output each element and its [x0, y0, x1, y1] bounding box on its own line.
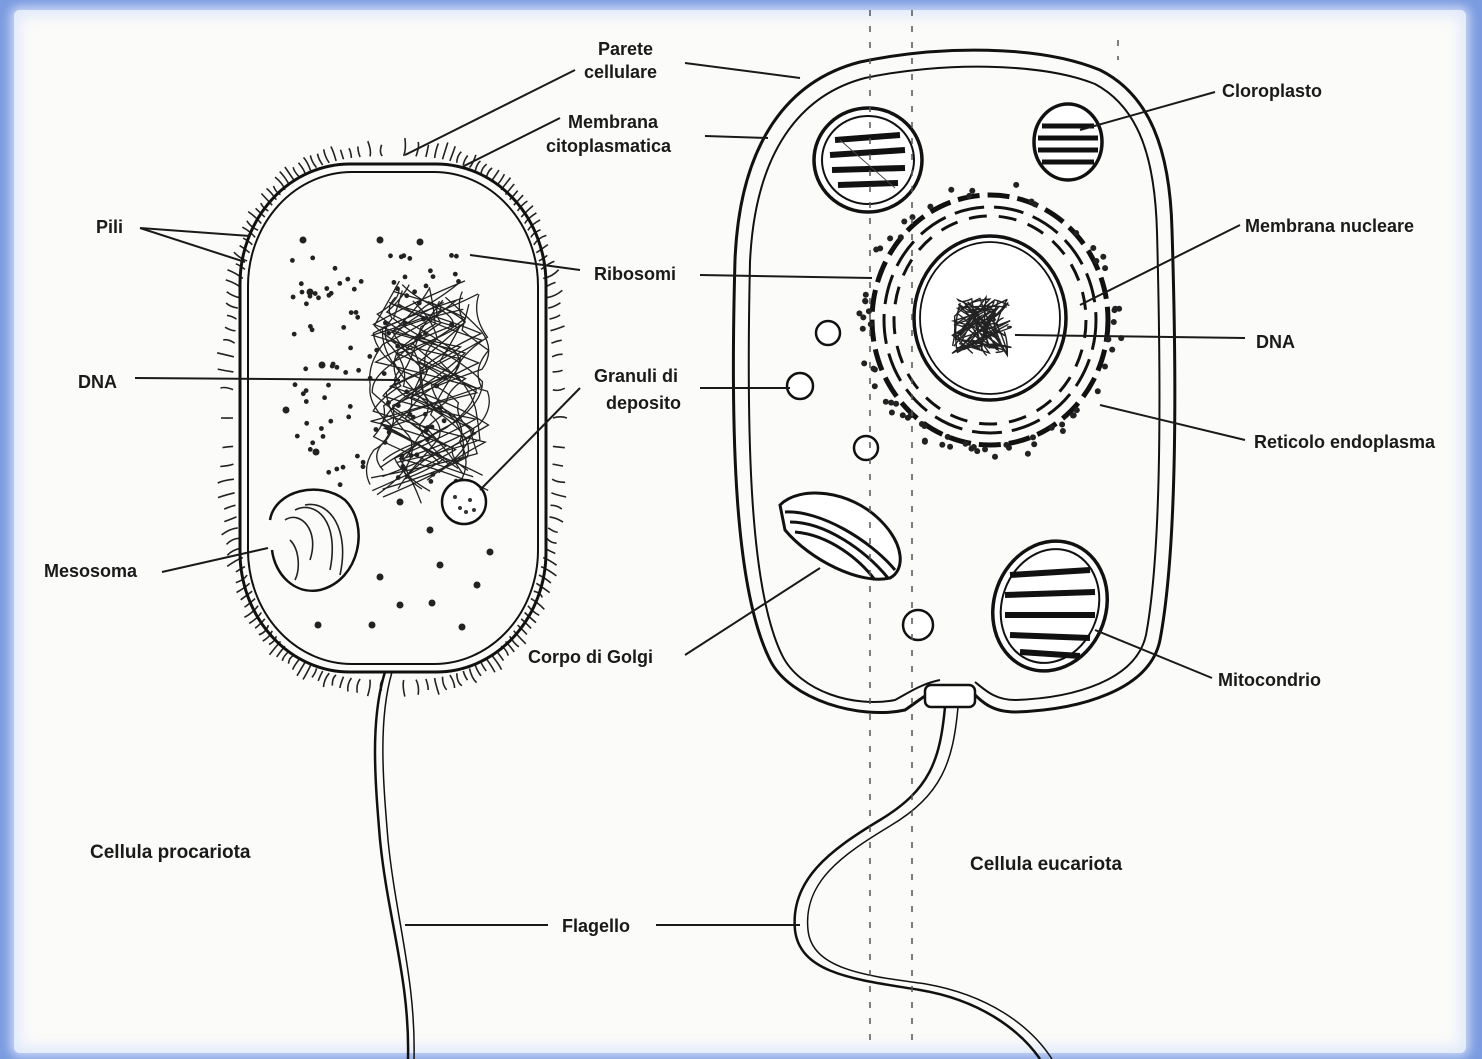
- prokaryotic-cell: [217, 138, 567, 1059]
- label-reticolo: Reticolo endoplasma: [1254, 432, 1436, 452]
- label-mitocondrio: Mitocondrio: [1218, 670, 1321, 690]
- label-pili: Pili: [96, 217, 123, 237]
- prokaryote-dna-nucleoid: [367, 281, 490, 503]
- caption-procariota: Cellula procariota: [90, 842, 251, 863]
- label-dna-right: DNA: [1256, 332, 1295, 352]
- label-cloroplasto: Cloroplasto: [1222, 81, 1322, 101]
- chloroplast-2: [1034, 104, 1102, 180]
- caption-eucariota: Cellula eucariota: [970, 854, 1122, 875]
- prokaryote-storage-granule: [442, 480, 486, 524]
- chloroplast-1: [814, 108, 922, 212]
- basal-body: [925, 685, 975, 707]
- eukaryote-flagellum: [795, 707, 1040, 1059]
- label-parete-line1: Parete: [598, 39, 653, 59]
- label-ribosomi: Ribosomi: [594, 264, 676, 284]
- golgi-body: [780, 493, 900, 580]
- mesosoma-structure: [270, 490, 359, 591]
- label-dna-left: DNA: [78, 372, 117, 392]
- mitochondrion: [975, 525, 1125, 687]
- leader-lines: [135, 63, 1245, 925]
- label-parete-line2: cellulare: [584, 62, 657, 82]
- label-membrana-cito-line1: Membrana: [568, 112, 659, 132]
- label-mesosoma: Mesosoma: [44, 561, 138, 581]
- eukaryotic-cell: [733, 50, 1175, 1059]
- label-flagello: Flagello: [562, 916, 630, 936]
- label-membrana-cito-line2: citoplasmatica: [546, 136, 672, 156]
- vesicles: [787, 321, 933, 640]
- label-corpo-golgi: Corpo di Golgi: [528, 647, 653, 667]
- label-granuli-line1: Granuli di: [594, 366, 678, 386]
- label-granuli-line2: deposito: [606, 393, 681, 413]
- label-membrana-nucleare: Membrana nucleare: [1245, 216, 1414, 236]
